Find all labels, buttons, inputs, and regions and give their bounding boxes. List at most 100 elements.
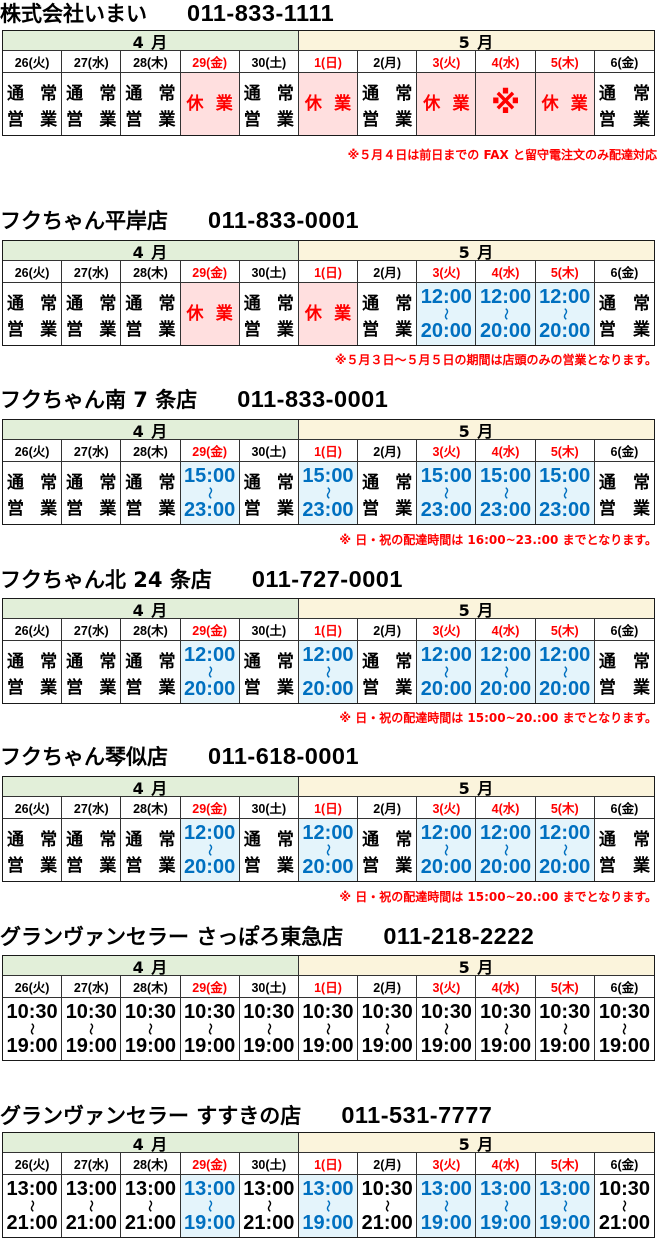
- day-header: 30(土): [239, 261, 299, 283]
- open-time: 10:30: [420, 1001, 472, 1023]
- close-time: 19:00: [65, 1035, 117, 1057]
- open-time: 15:00: [184, 465, 236, 487]
- status-text: 営業: [362, 320, 413, 340]
- close-time: 19:00: [302, 1035, 354, 1057]
- range-separator-wrap: 〜: [558, 664, 572, 680]
- status-text: 通常: [243, 84, 294, 104]
- day-header: 1(日): [298, 440, 359, 462]
- day-header: 27(水): [62, 1153, 122, 1175]
- open-time: 10:30: [243, 1001, 295, 1023]
- day-header: 27(水): [62, 440, 122, 462]
- schedule-cell: 12:00〜20:00: [298, 819, 359, 881]
- status-text: 営業: [362, 499, 413, 519]
- open-time: 12:00: [420, 822, 472, 844]
- range-separator-wrap: 〜: [557, 842, 572, 858]
- schedule-cell: 10:30〜19:00: [3, 998, 63, 1060]
- schedule-cell: 10:30〜19:00: [121, 998, 181, 1060]
- day-header: 28(木): [121, 976, 181, 998]
- schedule-cell: 13:00〜19:00: [535, 1175, 595, 1237]
- close-time: 23:00: [184, 499, 236, 521]
- open-time: 12:00: [479, 644, 532, 666]
- day-header: 2(月): [358, 619, 418, 641]
- status-text: 通常: [125, 830, 176, 850]
- open-time: 13:00: [124, 1178, 177, 1200]
- day-header: 29(金): [180, 976, 240, 998]
- status-text: 営業: [66, 110, 117, 130]
- status-text: 通常: [598, 294, 650, 314]
- day-header: 6(金): [594, 440, 654, 462]
- range-separator: 〜: [439, 1199, 454, 1213]
- status-text: 営業: [243, 110, 294, 130]
- close-time: 19:00: [420, 1212, 472, 1234]
- range-separator: 〜: [439, 1022, 454, 1036]
- day-header: 3(火): [417, 51, 477, 73]
- close-time: 19:00: [361, 1035, 413, 1057]
- store-phone: 011-833-0001: [208, 207, 360, 233]
- close-time: 21:00: [361, 1212, 413, 1234]
- schedule-cell: 通常営業: [121, 283, 181, 345]
- schedule-cell: 12:00〜20:00: [417, 283, 477, 345]
- day-header: 26(火): [3, 797, 63, 819]
- open-time: 12:00: [539, 644, 591, 666]
- close-time: 21:00: [598, 1212, 650, 1234]
- schedule-cell: 10:30〜19:00: [417, 998, 477, 1060]
- schedule-cell: 通常営業: [358, 73, 418, 135]
- range-separator-wrap: 〜: [203, 1021, 217, 1037]
- open-time: 10:30: [184, 1001, 236, 1023]
- schedule-cell: 通常営業: [3, 73, 63, 135]
- range-separator-wrap: 〜: [439, 306, 453, 322]
- open-time: 13:00: [6, 1178, 58, 1200]
- day-header: 30(土): [239, 440, 299, 462]
- month-header: 4 月: [3, 420, 299, 440]
- day-header: 28(木): [121, 261, 181, 283]
- schedule-cell: 10:30〜19:00: [595, 998, 654, 1060]
- status-text: 通常: [125, 652, 176, 672]
- range-separator: 〜: [557, 1022, 572, 1036]
- schedule-cell: 通常営業: [595, 462, 654, 524]
- status-text: 営業: [7, 320, 58, 340]
- open-time: 12:00: [420, 286, 472, 308]
- day-header: 6(金): [594, 51, 654, 73]
- schedule-cell: 通常営業: [358, 641, 418, 703]
- schedule-cell: 13:00〜21:00: [62, 1175, 122, 1237]
- schedule-cell: 12:00〜20:00: [476, 819, 536, 881]
- day-header: 4(水): [476, 440, 536, 462]
- status-text: 通常: [66, 84, 117, 104]
- range-separator: 〜: [498, 1199, 513, 1213]
- closed-text: 休業: [186, 94, 233, 114]
- status-text: 営業: [243, 499, 294, 519]
- store-name: グランヴァンセラー さっぽろ東急店: [0, 925, 344, 949]
- day-header: 4(水): [476, 1153, 536, 1175]
- month-header: 4 月: [3, 956, 299, 976]
- close-time: 21:00: [65, 1212, 117, 1234]
- close-time: 23:00: [479, 499, 532, 521]
- status-text: 通常: [7, 830, 58, 850]
- status-text: 通常: [125, 473, 176, 493]
- schedule-cell: 13:00〜19:00: [298, 1175, 359, 1237]
- range-separator-wrap: 〜: [262, 1198, 276, 1214]
- close-time: 20:00: [184, 856, 236, 878]
- open-time: 15:00: [539, 465, 591, 487]
- range-separator-wrap: 〜: [499, 664, 513, 680]
- close-time: 19:00: [539, 1212, 591, 1234]
- day-header: 4(水): [476, 51, 536, 73]
- status-text: 営業: [7, 499, 58, 519]
- status-text: 通常: [243, 294, 294, 314]
- day-header: 5(木): [535, 619, 595, 641]
- day-header: 6(金): [594, 619, 654, 641]
- day-header: 26(火): [3, 976, 63, 998]
- closed-text: 休業: [423, 94, 470, 114]
- close-time: 21:00: [124, 1212, 177, 1234]
- range-separator: 〜: [557, 843, 572, 857]
- schedule-cell: 12:00〜20:00: [476, 641, 536, 703]
- close-time: 20:00: [479, 856, 532, 878]
- range-separator-wrap: 〜: [558, 485, 572, 501]
- schedule-cell: 10:30〜19:00: [536, 998, 595, 1060]
- range-separator-wrap: 〜: [617, 1021, 631, 1037]
- status-text: 営業: [66, 678, 117, 698]
- open-time: 10:30: [598, 1001, 650, 1023]
- day-header: 2(月): [358, 1153, 418, 1175]
- status-text: 通常: [362, 473, 413, 493]
